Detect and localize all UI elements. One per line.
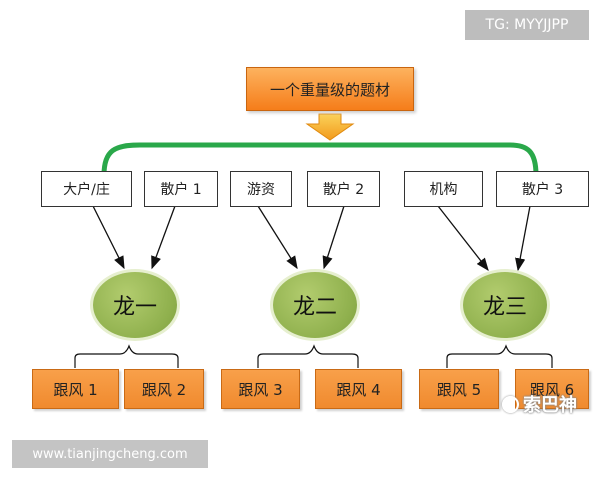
- arrow-5: [437, 205, 489, 272]
- arrow-3: [257, 205, 298, 270]
- follower-2: 跟风 2: [124, 369, 204, 409]
- follower-3: 跟风 3: [221, 369, 300, 409]
- arrow-4: [322, 205, 345, 270]
- theme-title-box: 一个重量级的题材: [246, 67, 414, 111]
- follower-5: 跟风 5: [419, 369, 499, 409]
- group-bracket: [101, 142, 539, 178]
- dragon-2-node: 龙二: [273, 272, 357, 338]
- participant-retail-3: 散户 3: [496, 171, 589, 207]
- brand-watermark: 索巴神: [502, 391, 598, 417]
- participant-big-holder: 大户/庄: [41, 171, 132, 207]
- follower-6: 跟风 6: [515, 369, 589, 409]
- follower-4: 跟风 4: [315, 369, 402, 409]
- follower-1: 跟风 1: [32, 369, 119, 409]
- arrow-6: [515, 205, 531, 272]
- down-arrow-icon: [305, 113, 355, 141]
- arrow-2: [151, 205, 176, 270]
- dragon-1-node: 龙一: [93, 272, 177, 338]
- tg-watermark: TG: MYYJJPP: [465, 10, 589, 40]
- follower-bracket-1: [74, 344, 179, 368]
- brand-logo-icon: [502, 395, 519, 413]
- participant-retail-2: 散户 2: [307, 171, 380, 207]
- brand-watermark-text: 索巴神: [523, 395, 577, 416]
- participant-hot-money: 游资: [230, 171, 292, 207]
- url-watermark: www.tianjingcheng.com: [12, 440, 208, 468]
- follower-bracket-3: [446, 344, 553, 368]
- arrow-1: [92, 205, 125, 270]
- participant-institution: 机构: [404, 171, 483, 207]
- follower-bracket-2: [257, 344, 359, 368]
- participant-retail-1: 散户 1: [144, 171, 218, 207]
- dragon-3-node: 龙三: [463, 272, 547, 338]
